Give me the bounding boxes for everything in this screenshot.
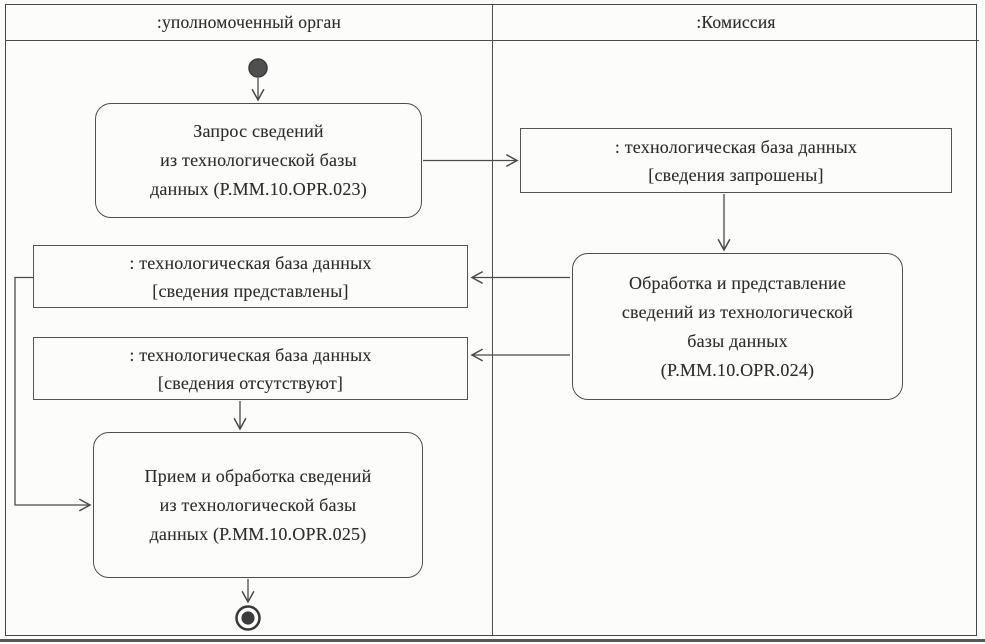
- action-line: Запрос сведений: [193, 121, 324, 141]
- object-state-line: [сведения отсутствуют]: [157, 372, 344, 393]
- action-line: из технологической базы: [160, 150, 357, 170]
- action-line: Обработка и представление: [628, 272, 847, 293]
- lane-header-authorized-body: :уполномоченный орган: [7, 6, 491, 38]
- object-line: : технологическая база данных: [129, 252, 372, 273]
- object-node-data-requested: : технологическая база данных [сведения …: [520, 128, 952, 193]
- action-line: сведений из технологической: [621, 301, 854, 322]
- action-line: Прием и обработка сведений: [144, 465, 372, 486]
- action-line: данных (P.MM.10.OPR.025): [149, 523, 367, 544]
- action-line: (P.MM.10.OPR.024): [660, 359, 815, 380]
- action-node-process-data: Обработка и представление сведений из те…: [572, 253, 903, 400]
- lane-label: :уполномоченный орган: [156, 11, 342, 32]
- object-node-data-absent: : технологическая база данных [сведения …: [33, 337, 468, 400]
- lane-label: :Комиссия: [696, 11, 776, 32]
- action-line: данных (P.MM.10.OPR.023): [150, 179, 367, 199]
- object-line: : технологическая база данных: [129, 344, 372, 365]
- page-bottom-rule: [0, 639, 985, 642]
- lane-divider: [492, 4, 493, 636]
- object-state-line: [сведения представлены]: [152, 280, 349, 301]
- object-node-data-provided: : технологическая база данных [сведения …: [33, 245, 468, 308]
- action-node-receive-data: Прием и обработка сведений из технологич…: [93, 432, 423, 578]
- lane-header-commission: :Комиссия: [494, 6, 978, 38]
- object-state-line: [сведения запрошены]: [648, 164, 824, 185]
- object-line: : технологическая база данных: [614, 136, 858, 157]
- action-line: базы данных: [687, 330, 788, 351]
- swimlane-frame: [5, 4, 977, 636]
- action-line: из технологической базы: [159, 494, 357, 515]
- action-node-request-data: Запрос сведений из технологической базы …: [95, 103, 422, 218]
